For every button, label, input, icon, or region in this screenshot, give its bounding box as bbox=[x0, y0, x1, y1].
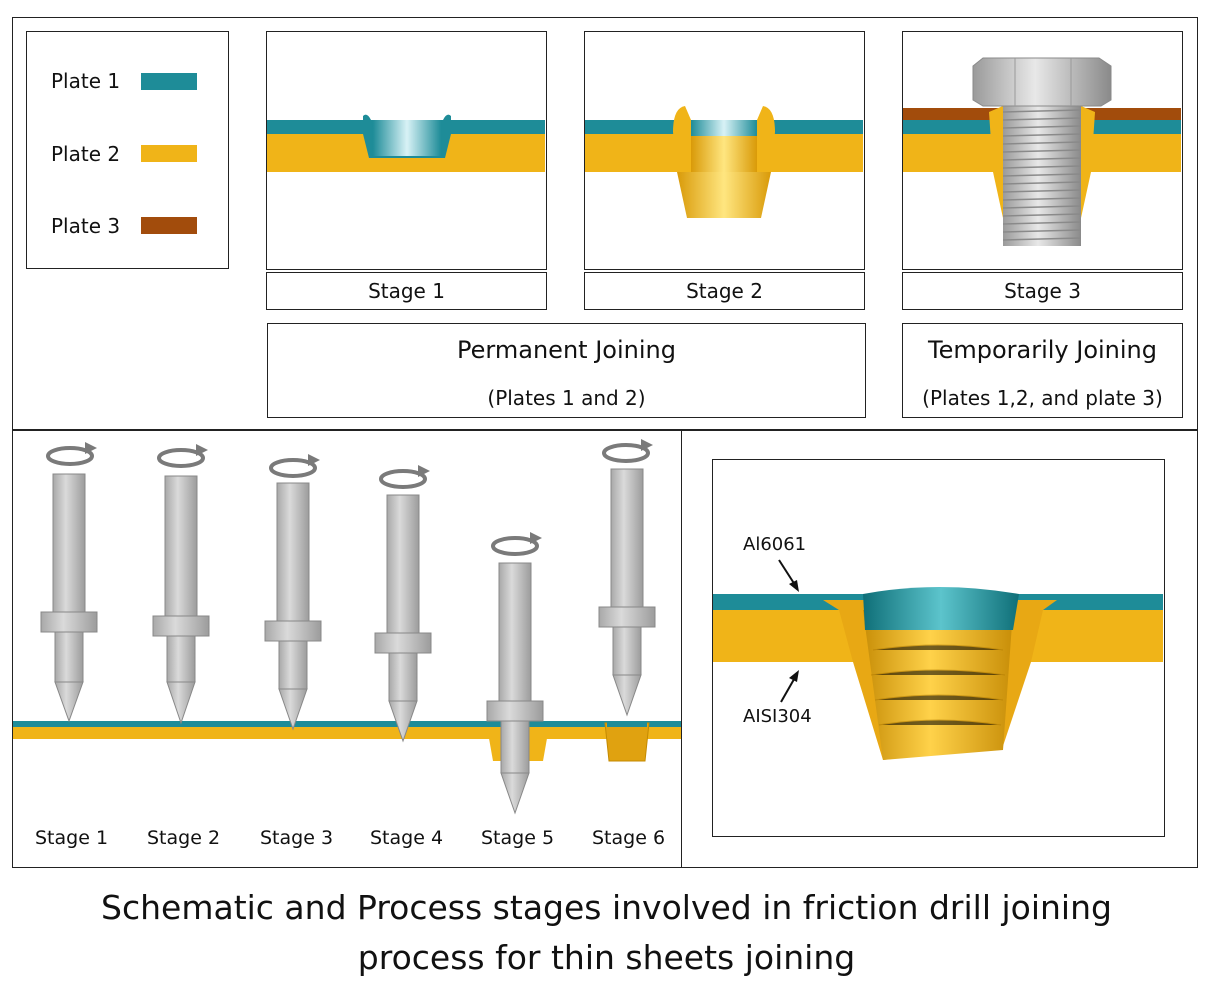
legend-label-plate3: Plate 3 bbox=[51, 214, 121, 238]
legend-box: Plate 1 Plate 2 Plate 3 bbox=[26, 31, 229, 269]
temporary-joining-subtitle: (Plates 1,2, and plate 3) bbox=[922, 386, 1163, 410]
legend-swatch-plate2 bbox=[141, 145, 197, 162]
legend-label-plate1: Plate 1 bbox=[51, 69, 121, 93]
caption-line-1: Schematic and Process stages involved in… bbox=[101, 888, 1112, 927]
aisi304-arrow-icon bbox=[780, 670, 799, 703]
temporary-joining-title: Temporarily Joining bbox=[927, 336, 1157, 364]
legend-swatch-plate3 bbox=[141, 217, 197, 234]
simulation-view: Al6061 AISI304 bbox=[712, 459, 1165, 837]
permanent-joining-title: Permanent Joining bbox=[457, 336, 676, 364]
caption-line-2: process for thin sheets joining bbox=[357, 938, 856, 977]
schematic-stage3-panel bbox=[902, 31, 1183, 270]
schematic-stage1-drawing bbox=[267, 114, 545, 172]
aisi304-label: AISI304 bbox=[743, 706, 812, 727]
schematic-stage3-label: Stage 3 bbox=[1004, 279, 1081, 303]
process-stages-panel: Stage 1 Stage 2 Stage 3 Stage 4 Stage 5 … bbox=[12, 430, 682, 868]
process-stage5-label: Stage 5 bbox=[481, 827, 555, 849]
schematic-stage2-drawing bbox=[585, 106, 863, 218]
permanent-joining-subtitle: (Plates 1 and 2) bbox=[487, 386, 646, 410]
schematic-stage3-drawing bbox=[903, 57, 1181, 246]
schematic-stage1-label: Stage 1 bbox=[368, 279, 445, 303]
simulation-drawing bbox=[713, 587, 1163, 760]
permanent-joining-box: Permanent Joining (Plates 1 and 2) bbox=[267, 323, 866, 418]
schematic-stage2-label: Stage 2 bbox=[686, 279, 763, 303]
schematic-stage2-label-box: Stage 2 bbox=[584, 272, 865, 310]
al6061-arrow-icon bbox=[778, 559, 799, 592]
process-stage2-label: Stage 2 bbox=[147, 827, 221, 849]
schematic-stage2-panel bbox=[584, 31, 865, 270]
al6061-label: Al6061 bbox=[743, 534, 807, 555]
process-stage1-label: Stage 1 bbox=[35, 827, 109, 849]
process-stage4-label: Stage 4 bbox=[370, 827, 444, 849]
process-stages-drawing bbox=[13, 439, 681, 815]
process-stage6-label: Stage 6 bbox=[592, 827, 666, 849]
schematic-stage3-label-box: Stage 3 bbox=[902, 272, 1183, 310]
process-stage3-label: Stage 3 bbox=[260, 827, 334, 849]
schematic-stage1-panel bbox=[266, 31, 547, 270]
schematic-stage1-label-box: Stage 1 bbox=[266, 272, 547, 310]
temporary-joining-box: Temporarily Joining (Plates 1,2, and pla… bbox=[902, 323, 1183, 418]
legend-label-plate2: Plate 2 bbox=[51, 142, 121, 166]
legend-swatch-plate1 bbox=[141, 73, 197, 90]
